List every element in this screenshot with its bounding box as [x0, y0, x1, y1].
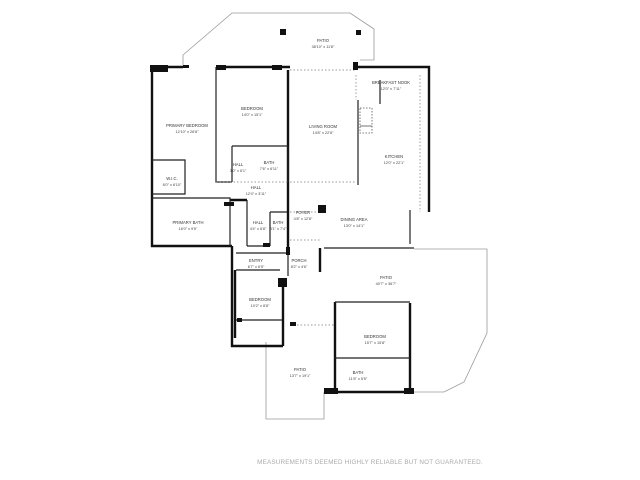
- kitchen-dims: 12'0" x 22'1": [384, 161, 405, 165]
- primary-bath-name: PRIMARY BATH: [173, 220, 204, 225]
- breakfast-nook-name: BREAKFAST NOOK: [372, 80, 410, 85]
- wic-name: W.I.C.: [166, 176, 177, 181]
- porch-dims: 8'2" x 4'6": [291, 265, 308, 269]
- patio-top-name: PATIO: [317, 38, 330, 43]
- disclaimer-text: MEASUREMENTS DEEMED HIGHLY RELIABLE BUT …: [257, 459, 483, 466]
- patio-top-outline: [182, 12, 375, 65]
- bedroom-3-name: BEDROOM: [364, 334, 386, 339]
- patio-right-outline: [413, 248, 488, 393]
- entry-name: ENTRY: [249, 258, 263, 263]
- patio-bottom-outline: [265, 342, 333, 420]
- exterior-walls: [150, 65, 431, 394]
- bath-1-name: BATH: [264, 160, 275, 165]
- bath-3-dims: 11'6" x 5'5": [349, 377, 368, 381]
- bedroom-2-dims: 10'2" x 8'8": [251, 304, 270, 308]
- foyer-dims: 4'8" x 12'8": [294, 217, 313, 221]
- foyer-name: FOYER: [296, 210, 310, 215]
- porch-name: PORCH: [291, 258, 306, 263]
- fixtures: [359, 107, 373, 134]
- wic-dims: 8'0" x 6'10": [163, 183, 182, 187]
- hall-2-dims: 12'4" x 3'11": [246, 192, 267, 196]
- hall-3-dims: 4'4" x 6'8": [250, 227, 267, 231]
- dining-area-dims: 13'0" x 14'1": [344, 224, 365, 228]
- hall-1-dims: 3'0" x 6'1": [230, 169, 247, 173]
- patio-bottom-dims: 13'7" x 19'1": [290, 374, 311, 378]
- wall-markers: [150, 29, 414, 394]
- fireplace-icon: [359, 107, 373, 134]
- primary-bedroom-dims: 12'10" x 26'8": [176, 130, 200, 134]
- primary-bedroom-name: PRIMARY BEDROOM: [166, 123, 208, 128]
- bath-2-name: BATH: [273, 220, 284, 225]
- bedroom-1-name: BEDROOM: [241, 106, 263, 111]
- bedroom-2-name: BEDROOM: [249, 297, 271, 302]
- breakfast-nook-dims: 12'0" x 7'11": [381, 87, 402, 91]
- bath-1-dims: 7'6" x 6'11": [260, 167, 279, 171]
- entry-dims: 6'7" x 6'5": [248, 265, 265, 269]
- patio-right-name: PATIO: [380, 275, 393, 280]
- dining-area-name: DINING AREA: [341, 217, 368, 222]
- openings: [216, 69, 421, 326]
- patio-bottom-name: PATIO: [294, 367, 307, 372]
- hall-1-name: HALL: [233, 162, 244, 167]
- bedroom-1-dims: 14'0" x 15'1": [242, 113, 263, 117]
- patio-top-dims: 38'10" x 11'8": [312, 45, 335, 49]
- hall-2-name: HALL: [251, 185, 262, 190]
- patio-right-dims: 40'7" x 36'7": [376, 282, 397, 286]
- bath-3-name: BATH: [353, 370, 364, 375]
- living-room-name: LIVING ROOM: [309, 124, 337, 129]
- bedroom-3-dims: 15'7" x 15'8": [365, 341, 386, 345]
- bath-2-dims: 3'1" x 7'4": [270, 227, 287, 231]
- hall-3-name: HALL: [253, 220, 264, 225]
- primary-bath-dims: 16'0" x 9'5": [179, 227, 198, 231]
- room-labels: PATIO 38'10" x 11'8" PRIMARY BEDROOM 12'…: [163, 38, 411, 381]
- kitchen-name: KITCHEN: [385, 154, 403, 159]
- living-room-dims: 14'8" x 22'6": [313, 131, 334, 135]
